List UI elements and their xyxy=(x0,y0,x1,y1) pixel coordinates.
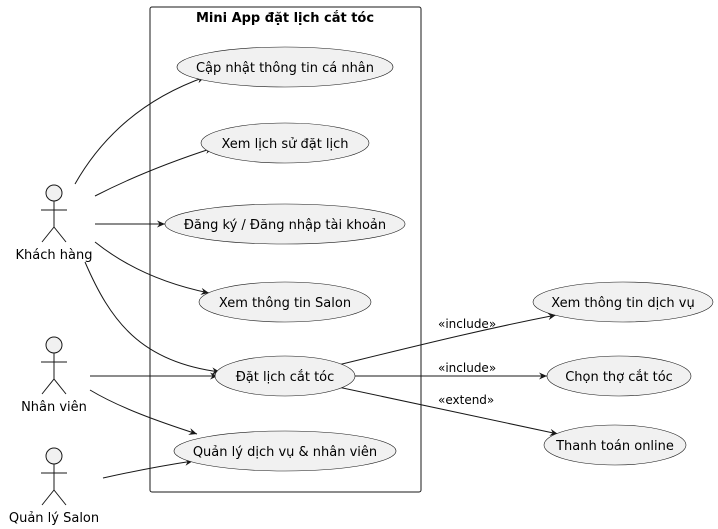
edge-customer-view-salon xyxy=(94,241,210,295)
include-label-2: «include» xyxy=(438,361,496,375)
actor-customer xyxy=(41,184,67,243)
use-case-update-profile-label: Cập nhật thông tin cá nhân xyxy=(196,61,374,76)
actor-staff xyxy=(41,336,67,395)
use-case-view-salon-label: Xem thông tin Salon xyxy=(219,296,351,311)
use-case-choose-barber-label: Chọn thợ cắt tóc xyxy=(565,370,673,385)
system-title: Mini App đặt lịch cắt tóc xyxy=(196,11,374,26)
actor-staff-label: Nhân viên xyxy=(21,400,87,415)
actor-manager xyxy=(41,447,67,506)
use-case-pay-online: Thanh toán online xyxy=(543,424,687,466)
use-case-manage-label: Quản lý dịch vụ & nhân viên xyxy=(193,445,377,460)
edge-customer-book xyxy=(84,261,221,375)
use-case-book-label: Đặt lịch cắt tóc xyxy=(236,370,335,385)
edge-book-view-service xyxy=(337,313,557,366)
use-case-register-login: Đăng ký / Đăng nhập tài khoản xyxy=(164,203,406,245)
extend-label: «extend» xyxy=(438,393,494,407)
actor-manager-label: Quản lý Salon xyxy=(9,511,99,526)
use-case-booking-history: Xem lịch sử đặt lịch xyxy=(200,122,370,164)
use-case-choose-barber: Chọn thợ cắt tóc xyxy=(546,355,692,397)
use-case-view-salon: Xem thông tin Salon xyxy=(198,281,372,323)
use-case-pay-online-label: Thanh toán online xyxy=(555,439,674,454)
use-case-update-profile: Cập nhật thông tin cá nhân xyxy=(176,46,394,88)
use-case-register-login-label: Đăng ký / Đăng nhập tài khoản xyxy=(184,218,386,233)
edge-customer-update-profile xyxy=(74,76,206,185)
use-case-booking-history-label: Xem lịch sử đặt lịch xyxy=(221,137,348,152)
use-case-view-service: Xem thông tin dịch vụ xyxy=(532,281,714,323)
edge-staff-manage xyxy=(89,389,198,435)
use-case-view-service-label: Xem thông tin dịch vụ xyxy=(551,296,694,311)
use-case-manage: Quản lý dịch vụ & nhân viên xyxy=(173,430,397,472)
edge-customer-booking-history xyxy=(94,147,214,197)
include-label-1: «include» xyxy=(438,317,496,331)
use-case-book: Đặt lịch cắt tóc xyxy=(214,355,356,397)
edge-book-pay-online xyxy=(337,386,559,436)
actor-customer-label: Khách hàng xyxy=(16,248,93,263)
edge-manager-manage xyxy=(102,458,194,479)
